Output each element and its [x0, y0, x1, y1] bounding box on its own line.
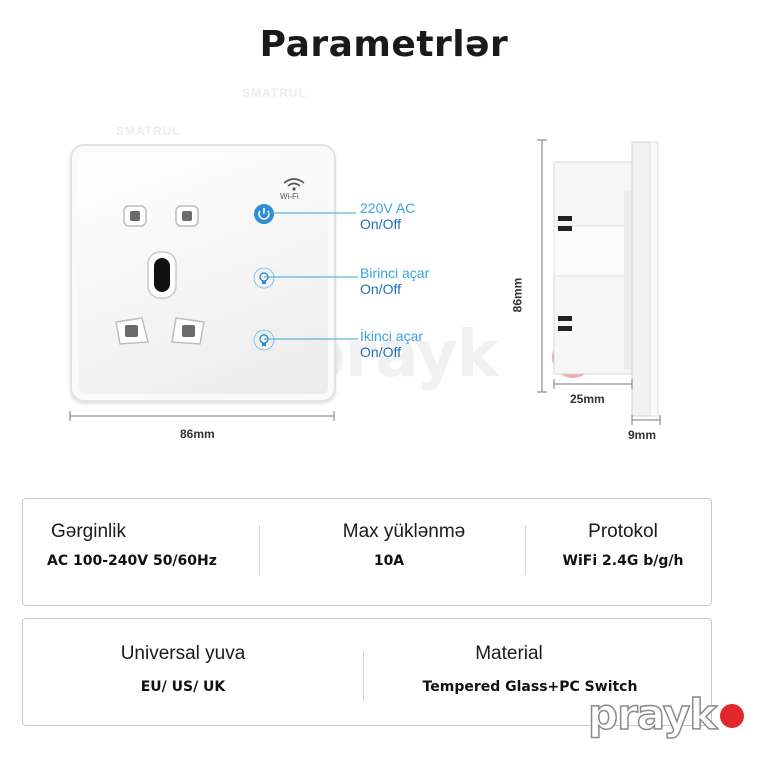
- spec-label-material: Material: [475, 643, 543, 664]
- socket-panel-front: Wi-Fi: [70, 144, 336, 402]
- brand-logo: prayk: [587, 689, 718, 740]
- divider: [525, 525, 526, 575]
- spec-label-protocol: Protokol: [588, 521, 658, 542]
- callout-switch-1: Birinci açar On/Off: [360, 265, 429, 297]
- specs-box-2: Universal yuva EU/ US/ UK Material Tempe…: [22, 618, 712, 726]
- divider: [259, 525, 260, 575]
- spec-label-universal-socket: Universal yuva: [120, 643, 246, 664]
- watermark: SMATRUL: [116, 124, 181, 138]
- callout-title: İkinci açar: [360, 328, 424, 344]
- socket-side-view: [537, 139, 661, 425]
- spec-value-material: Tempered Glass+PC Switch: [422, 679, 638, 695]
- spec-label-voltage: Gərginlik: [51, 521, 126, 542]
- callout-lines: [264, 212, 358, 340]
- thickness-label: 9mm: [628, 428, 657, 442]
- divider: [363, 651, 364, 701]
- specs-box-1: Gərginlik AC 100-240V 50/60Hz Max yüklən…: [22, 498, 712, 606]
- spec-value-protocol: WiFi 2.4G b/g/h: [562, 553, 684, 569]
- wifi-icon: [283, 178, 305, 191]
- width-label: 86mm: [180, 427, 215, 441]
- callout-subtitle: On/Off: [360, 216, 401, 232]
- callout-subtitle: On/Off: [360, 344, 401, 360]
- height-label: 86mm: [510, 277, 525, 313]
- callout-title: Birinci açar: [360, 265, 430, 281]
- depth-label: 25mm: [570, 392, 605, 406]
- callout-switch-2: İkinci açar On/Off: [360, 328, 423, 360]
- width-dimension-line: [69, 411, 335, 421]
- spec-label-max-load: Max yüklənmə: [342, 521, 466, 542]
- spec-value-max-load: 10A: [373, 553, 405, 569]
- spec-value-universal-socket: EU/ US/ UK: [140, 679, 226, 695]
- page-title: Parametrlər: [259, 24, 509, 65]
- brand-logo-dot: [720, 704, 744, 728]
- spec-value-voltage: AC 100-240V 50/60Hz: [47, 553, 217, 569]
- socket-outlets: [115, 205, 205, 345]
- watermark: SMATRUL: [242, 86, 307, 100]
- wifi-label: Wi-Fi: [280, 192, 299, 201]
- callout-subtitle: On/Off: [360, 281, 401, 297]
- callout-title: 220V AC: [360, 200, 416, 216]
- callout-power: 220V AC On/Off: [360, 200, 415, 232]
